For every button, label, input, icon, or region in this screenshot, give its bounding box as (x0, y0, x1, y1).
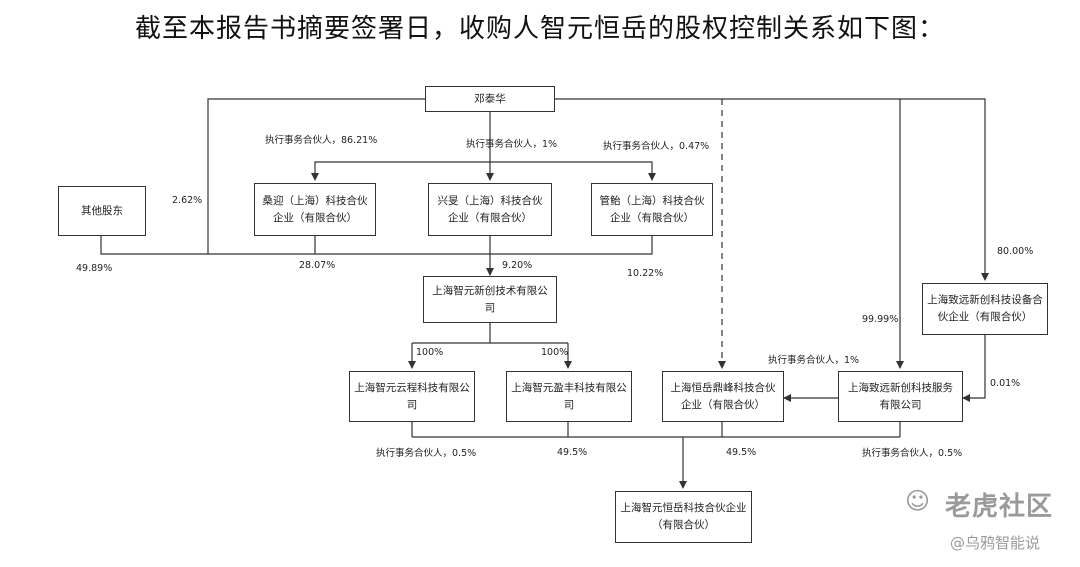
label-10-22: 10.22% (627, 268, 664, 279)
node-zhiyuan-service: 上海致远新创科技服务有限公司 (838, 371, 963, 422)
node-hengyue: 上海智元恒岳科技合伙企业（有限合伙） (615, 491, 752, 543)
label-9-20: 9.20% (502, 260, 533, 271)
node-xinchuang: 上海智元新创技术有限公司 (423, 276, 557, 323)
label-100-a: 100% (416, 347, 444, 358)
label-gp-0-47: 执行事务合伙人，0.47% (603, 141, 710, 152)
label-49-5-right: 49.5% (726, 447, 757, 458)
label-49-5-left: 49.5% (557, 447, 588, 458)
label-gp-1-mid: 执行事务合伙人，1% (768, 355, 860, 366)
node-zhiyuan-device: 上海致远新创科技设备合伙企业（有限合伙） (922, 283, 1048, 335)
label-gp-0-5-right: 执行事务合伙人，0.5% (862, 448, 963, 459)
label-gp-0-5-left: 执行事务合伙人，0.5% (376, 448, 477, 459)
label-28-07: 28.07% (299, 260, 336, 271)
line-guanyu-down (490, 236, 653, 255)
label-0-01: 0.01% (990, 378, 1021, 389)
node-sangying: 桑迎（上海）科技合伙企业（有限合伙） (254, 183, 376, 236)
line-device-service (962, 335, 986, 402)
label-gp-1-top: 执行事务合伙人，1% (466, 139, 558, 150)
label-99-99: 99.99% (862, 314, 899, 325)
node-yingfeng: 上海智元盈丰科技有限公司 (506, 371, 632, 422)
page-title: 截至本报告书摘要签署日，收购人智元恒岳的股权控制关系如下图： (134, 14, 945, 44)
node-yuncheng: 上海智元云程科技有限公司 (349, 371, 475, 422)
watermark-secondary: @乌鸦智能说 (950, 534, 1041, 552)
node-guanyu: 管鲐（上海）科技合伙企业（有限合伙） (591, 183, 713, 236)
label-2-62: 2.62% (172, 195, 203, 206)
line-others (100, 236, 490, 255)
label-100-b: 100% (541, 347, 569, 358)
node-xingmin: 兴旻（上海）科技合伙企业（有限合伙） (428, 183, 552, 236)
node-other-shareholders: 其他股东 (58, 186, 146, 236)
watermark-primary: 老虎社区 (945, 492, 1054, 522)
watermark-logo-icon: ☺ (905, 487, 931, 515)
line-deng-left (207, 98, 425, 254)
line-deng-sangying (311, 161, 490, 181)
node-deng-taihua: 邓泰华 (425, 86, 555, 112)
label-gp-86-21: 执行事务合伙人，86.21% (265, 135, 378, 146)
label-49-89: 49.89% (76, 263, 113, 274)
node-dingfeng: 上海恒岳鼎峰科技合伙企业（有限合伙） (662, 371, 784, 422)
label-80-00: 80.00% (997, 246, 1034, 257)
line-deng-zhiyuan-device (555, 98, 989, 281)
line-deng-guanyu (490, 161, 656, 181)
